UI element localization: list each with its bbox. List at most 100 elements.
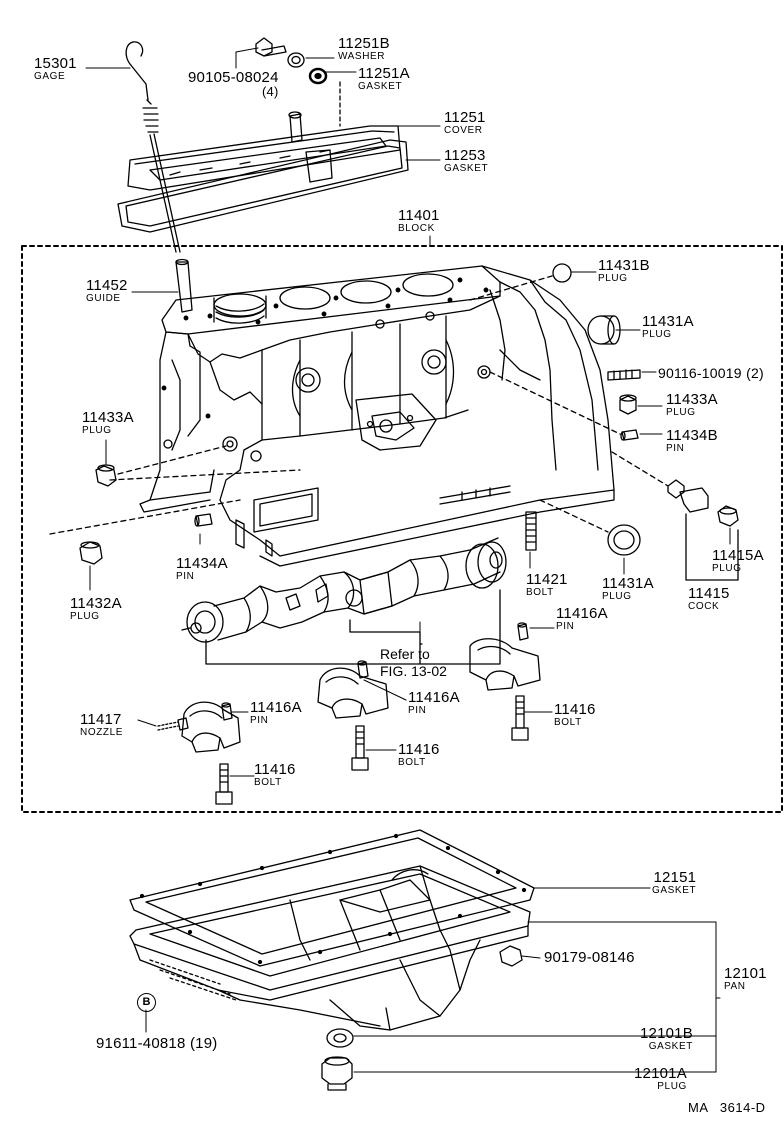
part-number: 90105-08024	[188, 69, 279, 86]
bolt-90179-illustration	[499, 945, 523, 967]
part-number: 11432A	[70, 595, 122, 612]
label-plug-11433a-left: 11433A PLUG	[82, 410, 134, 436]
part-number: 11434A	[176, 555, 228, 572]
refer-note: Refer to FIG. 13-02	[380, 646, 447, 680]
gasket-12151-illustration	[129, 829, 535, 967]
cock-illustration	[667, 479, 709, 513]
part-number: 12101	[724, 965, 767, 982]
label-block: 11401 BLOCK	[398, 208, 440, 234]
label-pin-11416a-left: 11416A PIN	[250, 700, 302, 726]
label-gage: 15301 GAGE	[34, 56, 77, 82]
part-number: 15301	[34, 55, 77, 72]
pin-11434b-illustration	[620, 429, 639, 441]
pin-11416a-center-illustration	[357, 660, 369, 679]
part-number: 11415	[688, 585, 730, 602]
part-qty: (19)	[189, 1035, 218, 1052]
bearing-cap-left-illustration	[181, 701, 241, 753]
part-name: PLUG	[666, 407, 696, 418]
part-name: NOZZLE	[80, 727, 124, 738]
part-name: PLUG	[82, 425, 112, 436]
part-number: 11416A	[408, 689, 460, 706]
part-name: GASKET	[444, 163, 489, 174]
gasket-11253-illustration	[117, 139, 409, 233]
part-number: 11416A	[250, 699, 302, 716]
part-name: PIN	[666, 443, 685, 454]
part-number: 12101A	[634, 1065, 687, 1082]
part-name: PLUG	[598, 273, 628, 284]
block-boundary	[21, 245, 783, 813]
label-washer: 11251B WASHER	[338, 36, 390, 62]
label-plug-12101a: 12101A PLUG	[634, 1066, 687, 1092]
pan-illustration	[129, 865, 531, 1031]
label-bolt-11416-left: 11416 BOLT	[254, 762, 296, 788]
label-plug-11432a: 11432A PLUG	[70, 596, 122, 622]
part-name: PIN	[176, 571, 195, 582]
part-name: PIN	[408, 705, 427, 716]
part-name: WASHER	[338, 51, 386, 62]
plug-11431a-bottom-illustration	[607, 524, 641, 556]
part-number: 11416	[554, 701, 596, 718]
block-illustration	[139, 265, 615, 567]
plug-11431a-top-illustration	[587, 315, 621, 345]
cock-leader	[611, 451, 669, 487]
label-plug-11431a-top: 11431A PLUG	[642, 314, 694, 340]
label-cock: 11415 COCK	[688, 586, 730, 612]
label-plug-11431b: 11431B PLUG	[598, 258, 650, 284]
part-name: PLUG	[70, 611, 100, 622]
part-name: BLOCK	[398, 223, 435, 234]
part-number: 11421	[526, 571, 568, 588]
part-number: 11452	[86, 277, 128, 294]
part-number: 90116-10019	[658, 365, 742, 381]
refer-line-1: Refer to	[380, 646, 430, 662]
part-name: GASKET	[652, 885, 697, 896]
label-plug-11433a-right: 11433A PLUG	[666, 392, 718, 418]
b-marker: B	[137, 993, 156, 1012]
bolt-11416-left-illustration	[215, 763, 233, 805]
part-name: BOLT	[254, 777, 282, 788]
label-bolt-11416-center: 11416 BOLT	[398, 742, 440, 768]
bolt-11416-center-illustration	[351, 725, 369, 771]
camshaft-illustration	[181, 537, 507, 643]
cock-bracket	[685, 513, 739, 581]
part-number: 11434B	[666, 427, 718, 444]
label-cover: 11251 COVER	[444, 110, 486, 136]
part-number: 11431A	[642, 313, 694, 330]
cover-illustration	[127, 111, 401, 191]
gasket-12101b-illustration	[326, 1028, 354, 1048]
part-number: 11417	[80, 711, 122, 728]
part-name: PIN	[250, 715, 269, 726]
stud-90116-illustration	[607, 369, 641, 381]
camshaft-bracket	[205, 589, 501, 665]
plug-11433a-left-illustration	[95, 464, 117, 487]
bolt-11421-illustration	[525, 511, 537, 551]
part-name: GASKET	[358, 81, 403, 92]
seal-leader	[539, 499, 609, 533]
label-gasket-11251a: 11251A GASKET	[358, 66, 410, 92]
part-number: 11433A	[82, 409, 134, 426]
part-number: 11251	[444, 109, 486, 126]
figure-code: MA 3614-D	[688, 1100, 766, 1115]
part-name: GUIDE	[86, 293, 121, 304]
label-pin-11434b: 11434B PIN	[666, 428, 718, 454]
footer-code: MA	[688, 1100, 708, 1115]
part-number: 11416	[254, 761, 296, 778]
plug-11433a-left-leader	[117, 445, 227, 475]
pin-11416a-right-illustration	[517, 622, 529, 641]
part-number: 12101B	[640, 1025, 693, 1042]
part-qty: (4)	[262, 84, 279, 99]
part-name: PLUG	[712, 563, 742, 574]
label-plug-11431a-bottom: 11431A PLUG	[602, 576, 654, 602]
label-gasket-11253: 11253 GASKET	[444, 148, 488, 174]
label-pin-11416a-right: 11416A PIN	[556, 606, 608, 632]
block-dash-line	[109, 469, 301, 481]
washer-illustration	[287, 52, 305, 68]
label-bolt-91611: 91611-40818 (19)	[96, 1036, 217, 1052]
part-number: 11415A	[712, 547, 764, 564]
part-number: 11253	[444, 147, 486, 164]
bearing-cap-right-illustration	[469, 638, 541, 691]
nozzle-illustration	[157, 717, 189, 731]
part-number: 11416	[398, 741, 440, 758]
part-name: BOLT	[398, 757, 426, 768]
part-name: COCK	[688, 601, 720, 612]
label-guide: 11452 GUIDE	[86, 278, 128, 304]
